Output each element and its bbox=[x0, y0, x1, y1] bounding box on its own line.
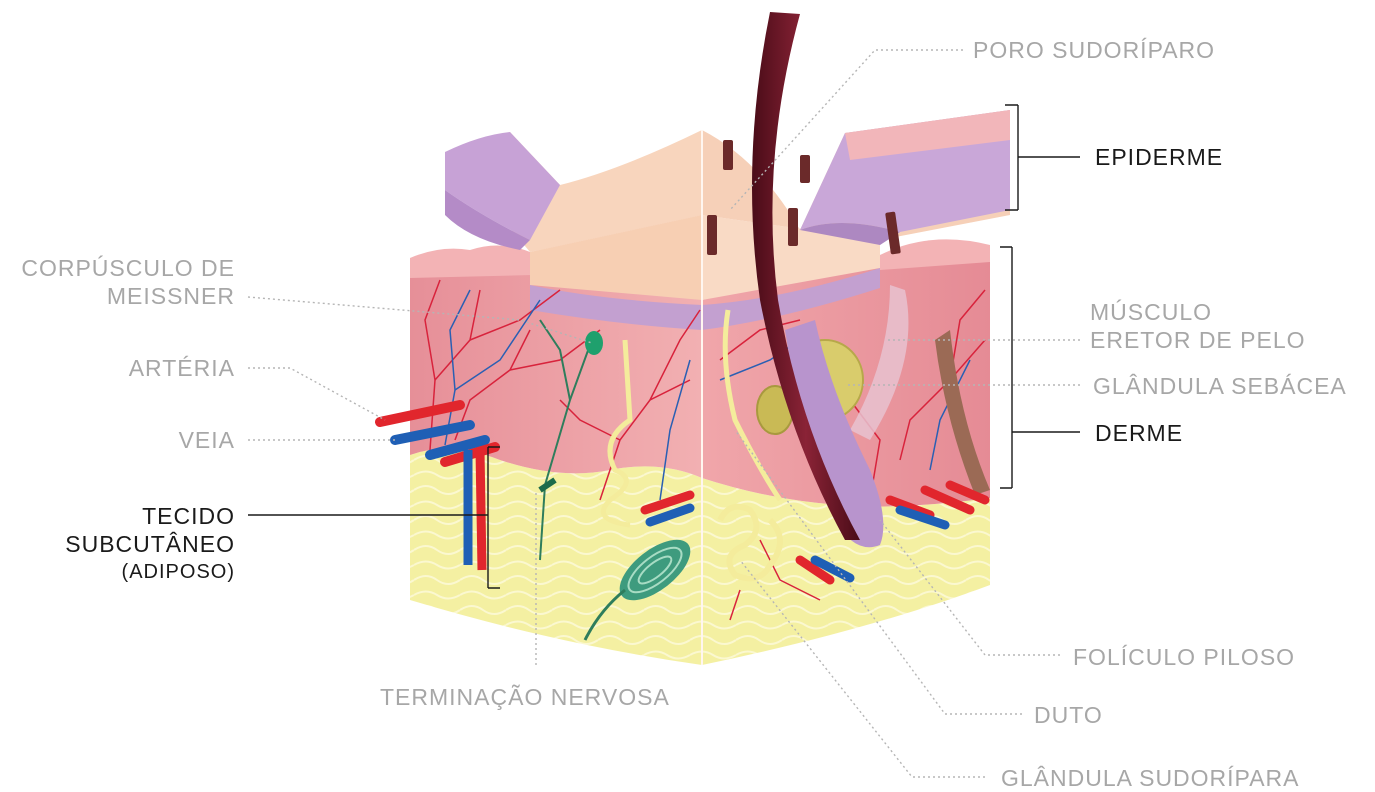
label-tecido-subcutaneo: TECIDO SUBCUTÂNEO (ADIPOSO) bbox=[65, 502, 235, 586]
label-corpusculo-line1: CORPÚSCULO DE bbox=[21, 254, 235, 282]
leader-arteria bbox=[248, 368, 385, 420]
label-foliculo-piloso: FOLÍCULO PILOSO bbox=[1073, 643, 1295, 671]
label-poro-sudoriparo: PORO SUDORÍPARO bbox=[973, 36, 1215, 64]
label-corpusculo-line2: MEISSNER bbox=[21, 282, 235, 310]
label-duto: DUTO bbox=[1034, 701, 1103, 729]
label-derme: DERME bbox=[1095, 419, 1183, 447]
label-tecido-line3: (ADIPOSO) bbox=[65, 558, 235, 586]
label-musculo-eretor: MÚSCULO ERETOR DE PELO bbox=[1090, 298, 1306, 354]
label-veia: VEIA bbox=[179, 426, 235, 454]
label-epiderme: EPIDERME bbox=[1095, 143, 1223, 171]
label-arteria: ARTÉRIA bbox=[129, 354, 235, 382]
label-musculo-line2: ERETOR DE PELO bbox=[1090, 326, 1306, 354]
label-tecido-line2: SUBCUTÂNEO bbox=[65, 530, 235, 558]
label-tecido-line1: TECIDO bbox=[65, 502, 235, 530]
label-musculo-line1: MÚSCULO bbox=[1090, 298, 1306, 326]
label-corpusculo-meissner: CORPÚSCULO DE MEISSNER bbox=[21, 254, 235, 310]
label-glandula-sebacea: GLÂNDULA SEBÁCEA bbox=[1093, 372, 1347, 400]
label-glandula-sudoripara: GLÂNDULA SUDORÍPARA bbox=[1001, 764, 1299, 792]
meissner-corpuscle bbox=[585, 331, 603, 355]
label-terminacao-nervosa: TERMINAÇÃO NERVOSA bbox=[380, 683, 670, 711]
